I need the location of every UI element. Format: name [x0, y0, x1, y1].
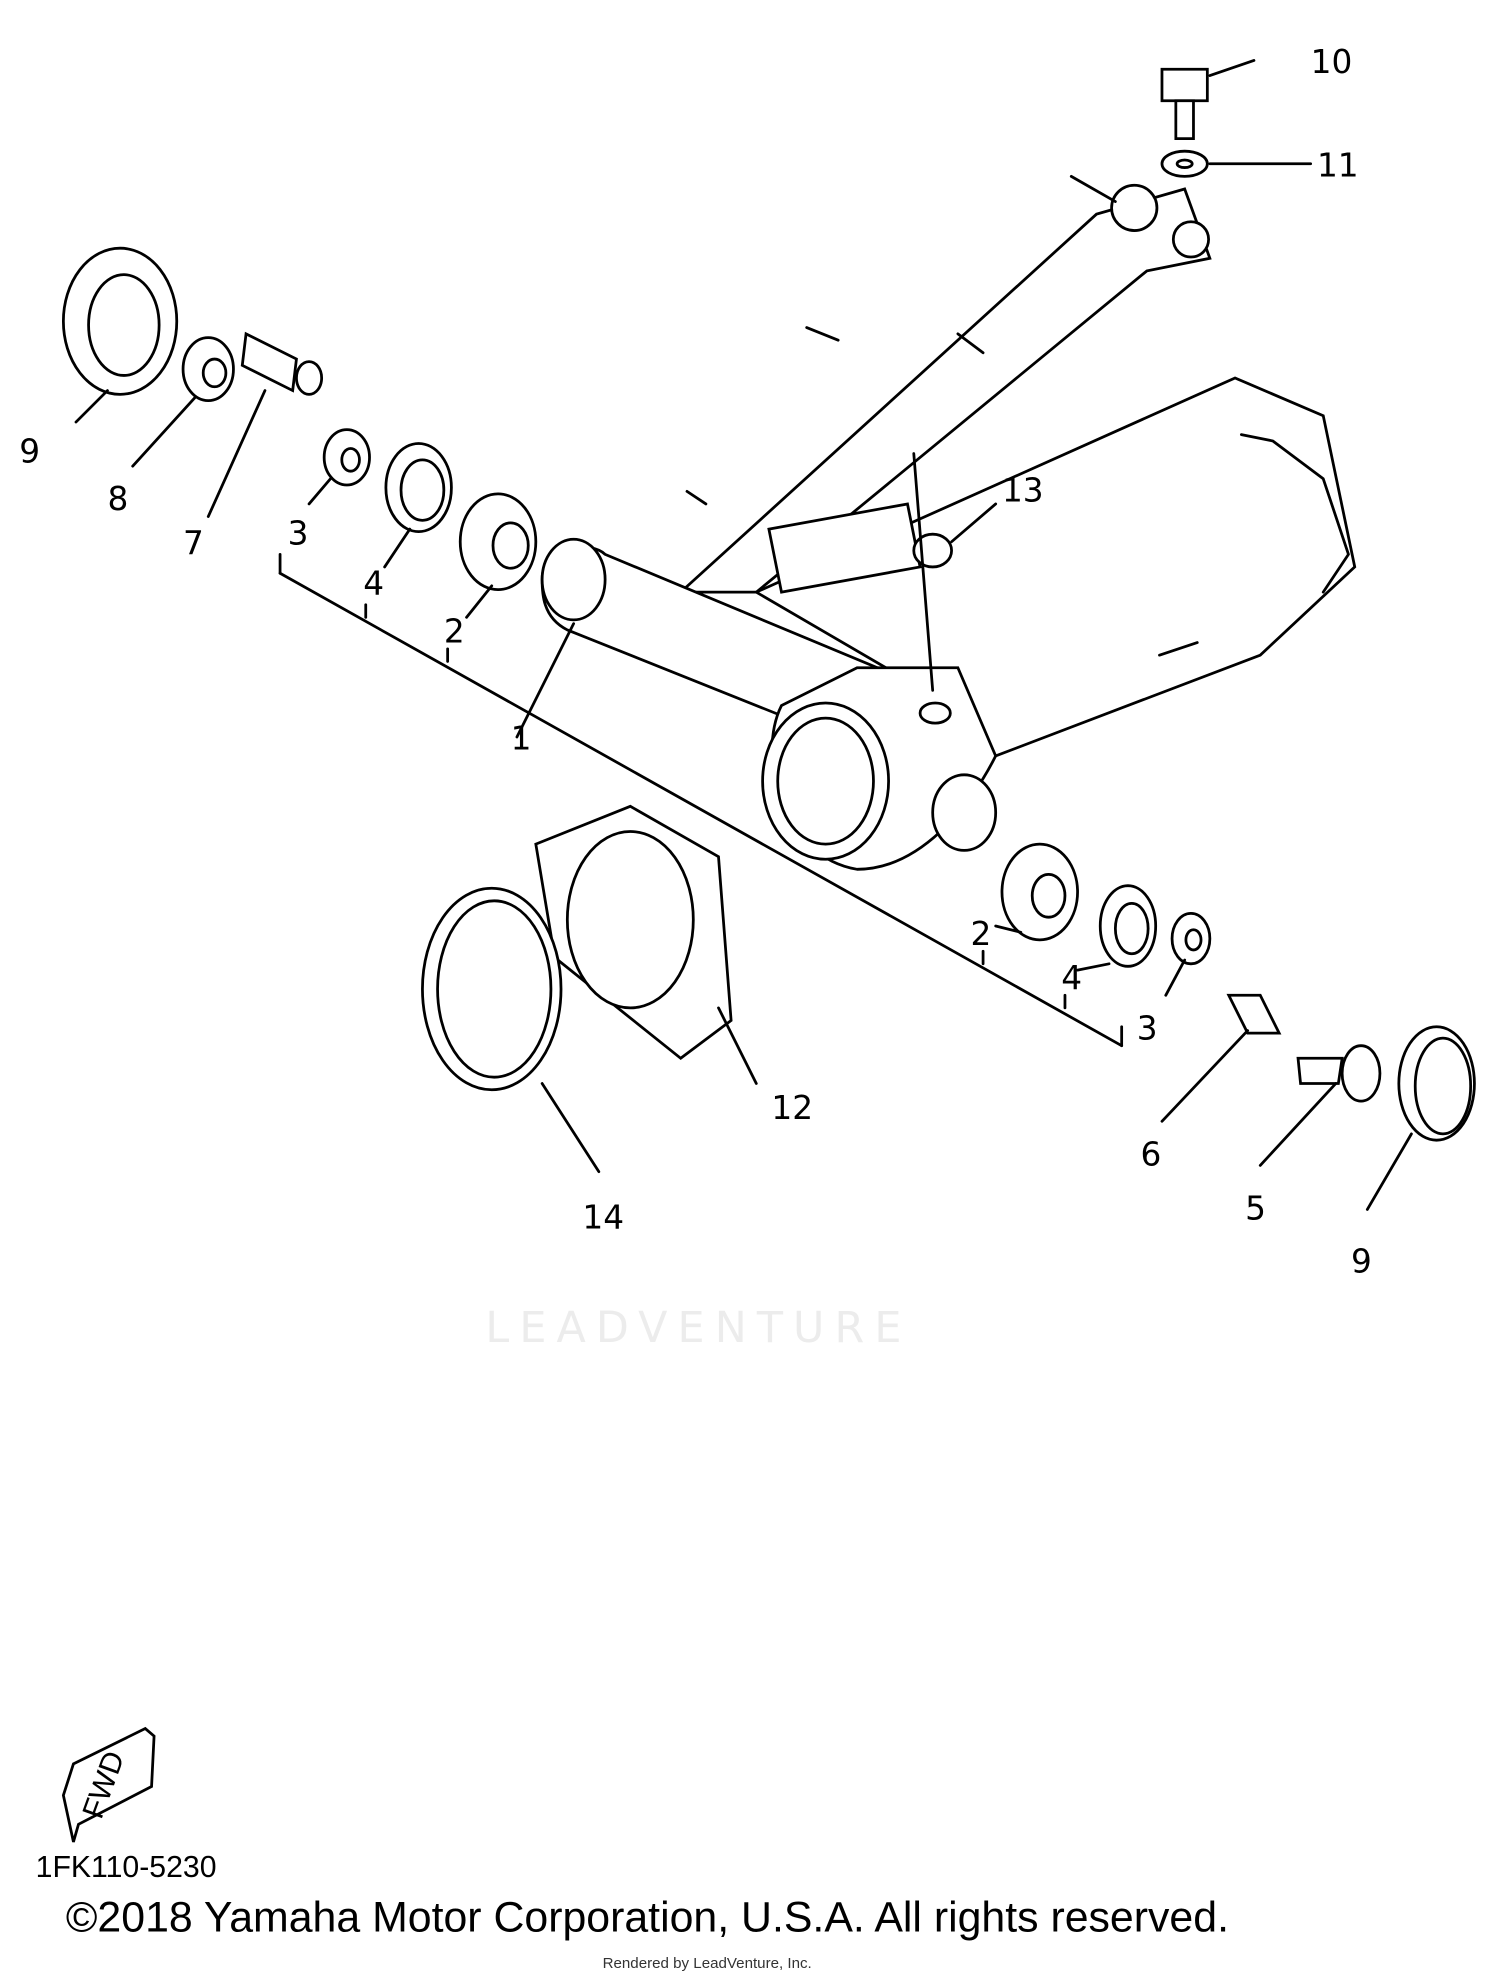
callout-11[interactable]: 11	[1317, 146, 1359, 184]
callout-8[interactable]: 8	[107, 480, 128, 518]
callout-7[interactable]: 7	[183, 524, 204, 562]
bolt-7	[240, 331, 324, 396]
callout-1[interactable]: 1	[511, 720, 532, 758]
rendered-by-text: Rendered by LeadVenture, Inc.	[603, 1955, 812, 1972]
nut-8	[181, 336, 235, 403]
callout-4-right[interactable]: 4	[1061, 959, 1082, 997]
cover-12	[534, 804, 733, 1061]
assembly-bracket	[278, 571, 1124, 1048]
copyright-text: ©2018 Yamaha Motor Corporation, U.S.A. A…	[66, 1893, 1229, 1941]
bolt-10	[1160, 67, 1209, 140]
callout-9[interactable]: 9	[19, 432, 40, 470]
seal-4-right	[1098, 884, 1158, 968]
callout-10[interactable]: 10	[1311, 43, 1353, 81]
watermark: LEADVENTURE	[485, 1303, 911, 1353]
callout-2-right[interactable]: 2	[970, 915, 991, 953]
plate-6	[1226, 993, 1282, 1035]
swingarm	[540, 174, 1357, 871]
seal-9-left	[61, 246, 179, 396]
seal-9-right	[1397, 1025, 1476, 1142]
diagram-code: 1FK110-5230	[36, 1851, 217, 1884]
callout-6[interactable]: 6	[1141, 1135, 1162, 1173]
seal-4	[384, 442, 453, 534]
callout-5[interactable]: 5	[1245, 1190, 1266, 1228]
callout-4[interactable]: 4	[363, 565, 384, 603]
callout-2[interactable]: 2	[444, 613, 465, 651]
callout-12[interactable]: 12	[771, 1089, 813, 1127]
bolt-5	[1296, 1044, 1382, 1103]
collar-3	[322, 428, 371, 487]
bearing-2	[458, 492, 538, 592]
callout-13[interactable]: 13	[1002, 471, 1044, 509]
callout-14[interactable]: 14	[582, 1198, 624, 1236]
callout-3-right[interactable]: 3	[1137, 1009, 1158, 1047]
callout-9-right[interactable]: 9	[1351, 1242, 1372, 1280]
fwd-arrow-icon: FWD	[61, 1726, 156, 1843]
bearing-2-right	[1000, 842, 1079, 942]
collar-3-right	[1170, 912, 1212, 966]
washer-11	[1160, 149, 1209, 178]
callout-3[interactable]: 3	[288, 514, 309, 552]
ring-14	[421, 886, 563, 1092]
